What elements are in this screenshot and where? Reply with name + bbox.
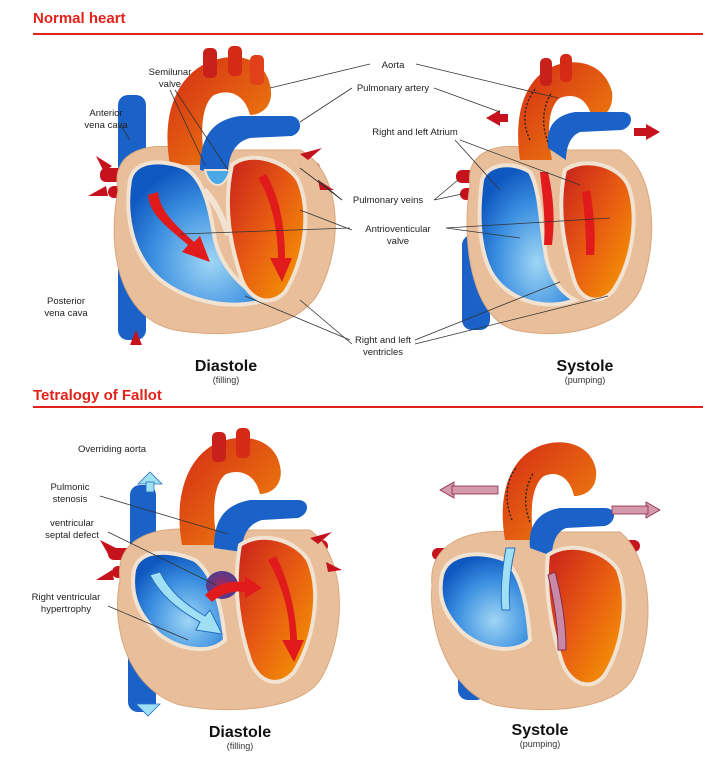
caption-systole-sub: (pumping) bbox=[520, 739, 561, 749]
heart-tof-diastole bbox=[96, 428, 342, 716]
label-semilunar-valve: Semilunar bbox=[149, 67, 192, 78]
label-aorta: Aorta bbox=[382, 60, 405, 71]
label-av-valve: valve bbox=[387, 236, 409, 247]
label-semilunar-valve: valve bbox=[159, 79, 181, 90]
heart-normal-diastole bbox=[88, 46, 335, 345]
heart-tof-systole bbox=[432, 442, 660, 709]
label-av-valve: Antrioventicular bbox=[365, 224, 430, 235]
label-right-ventricular-hypertrophy: Right ventricular bbox=[32, 592, 101, 603]
label-right-ventricular-hypertrophy: hypertrophy bbox=[41, 604, 91, 615]
caption-diastole: Diastole bbox=[209, 724, 271, 741]
caption-diastole-sub: (filling) bbox=[213, 375, 240, 385]
caption-diastole-sub: (filling) bbox=[227, 741, 254, 751]
caption-systole: Systole bbox=[557, 358, 614, 375]
label-anterior-vena-cava: vena cava bbox=[84, 120, 128, 131]
caption-diastole: Diastole bbox=[195, 358, 257, 375]
label-ventricular-septal-defect: ventricular bbox=[50, 518, 94, 529]
label-overriding-aorta: Overriding aorta bbox=[78, 444, 147, 455]
label-atrium: Right and left Atrium bbox=[372, 127, 458, 138]
caption-systole: Systole bbox=[512, 722, 569, 739]
label-pulmonary-veins: Pulmonary veins bbox=[353, 195, 423, 206]
label-pulmonary-artery: Pulmonary artery bbox=[357, 83, 430, 94]
label-anterior-vena-cava: Anterior bbox=[89, 108, 122, 119]
caption-systole-sub: (pumping) bbox=[565, 375, 606, 385]
label-posterior-vena-cava: Posterior bbox=[47, 296, 85, 307]
label-ventricular-septal-defect: septal defect bbox=[45, 530, 99, 541]
label-ventricles: Right and left bbox=[355, 335, 411, 346]
label-pulmonic-stenosis: stenosis bbox=[53, 494, 88, 505]
heart-normal-systole bbox=[456, 54, 660, 334]
label-posterior-vena-cava: vena cava bbox=[44, 308, 88, 319]
label-ventricles: ventricles bbox=[363, 347, 403, 358]
label-pulmonic-stenosis: Pulmonic bbox=[50, 482, 89, 493]
